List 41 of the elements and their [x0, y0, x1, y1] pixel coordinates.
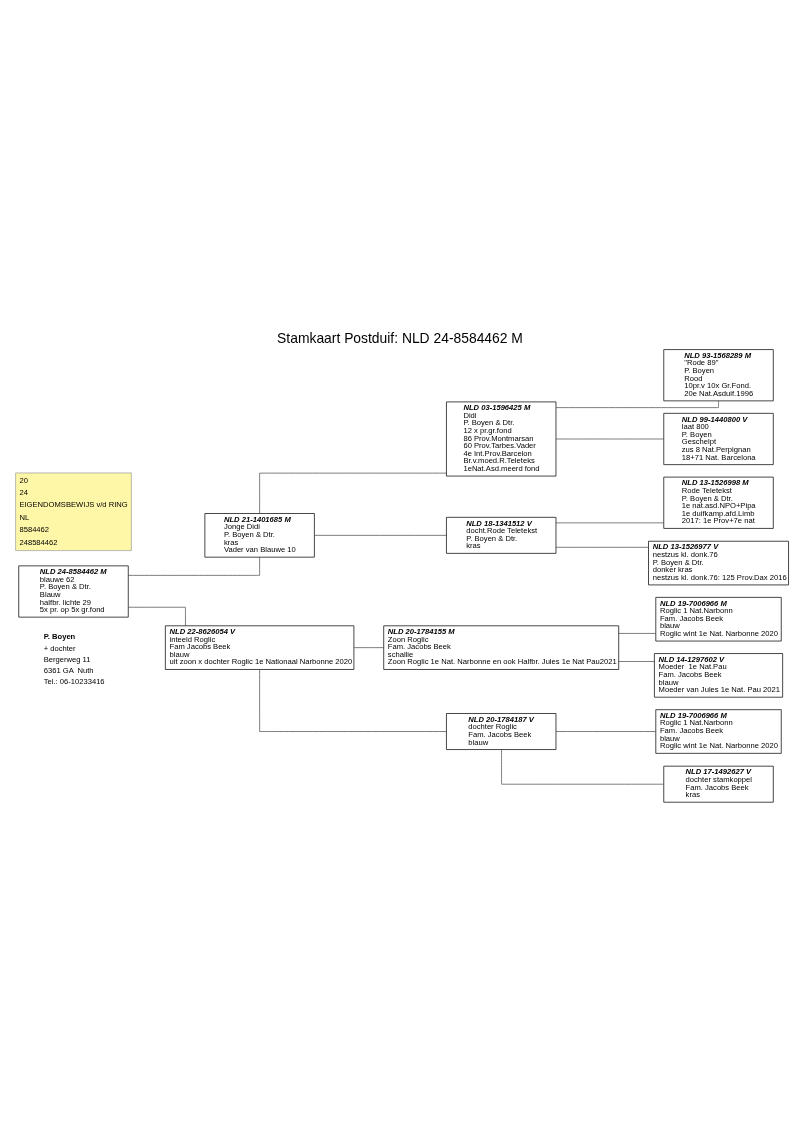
node-box: NLD 18-1341512 V docht.Rode Teletekst P. Boyen & Dtr. kras	[446, 516, 557, 554]
node-box: NLD 19-7006966 M Roglic 1 Nat.Narbonn Fam. Jacobs Beek blauw Roglic wint 1e Nat. Narbonne 2020	[655, 596, 782, 642]
connector	[555, 438, 665, 440]
connector	[555, 400, 719, 408]
node-box: NLD 19-7006966 M Roglic 1 Nat.Narbonn Fam. Jacobs Beek blauw Roglic wint 1e Nat. Narbonne 2020	[655, 709, 782, 754]
label: EIGENDOMSBEWIJS v/d RING	[19, 500, 128, 510]
node-box: NLD 20-1784155 M Zoon Roglic Fam. Jacobs Beek schallie Zoon Roglic 1e Nat. Narbonne en ook Halfbr. Jules 1e Nat Pau2021	[383, 625, 620, 670]
label: Tel.: 06-10233416	[43, 677, 105, 687]
node-box: NLD 20-1784187 V dochter Roglic Fam. Jacobs Beek blauw	[446, 713, 557, 750]
connector	[128, 556, 260, 576]
node-box: NLD 93-1568289 M "Rode 89" P. Boyen Rood 10pr.v 10x Gr.Fond. 20e Nat.Asduif.1996	[663, 349, 774, 402]
label: 8584462	[19, 525, 50, 535]
diagram-title: Stamkaart Postduif: NLD 24-8584462 M	[277, 329, 523, 346]
label: 24	[19, 488, 28, 497]
label: + dochter	[43, 643, 76, 653]
node-box: NLD 17-1492627 V dochter stamkoppel Fam. Jacobs Beek kras	[663, 765, 774, 803]
connector	[555, 546, 649, 548]
node-box: NLD 24-8584462 M blauwe 62 P. Boyen & Dtr. Blauw halfbr. lichte 29 5x pr. op 5x gr.fond	[18, 565, 129, 618]
connector	[555, 731, 656, 732]
node-box: NLD 13-1526977 V nestzus kl. donk.76 P. Boyen & Dtr. donker kras nestzus kl. donk.76: 125 Prov.Dax 2016	[648, 540, 789, 586]
connector	[259, 472, 447, 514]
node-box: NLD 99-1440800 V laat 800 P. Boyen Geschelpt zus 8 Nat.Perpignan 18+71 Nat. Barcelona	[663, 412, 774, 466]
label: 248584462	[19, 537, 58, 547]
connector	[555, 522, 665, 524]
label: NL	[19, 512, 30, 522]
node-box: NLD 22-8626054 V inteeld Roglic Fam Jacobs Beek blauw uit zoon x dochter Roglic 1e Nationaal Narbonne 2020	[164, 625, 355, 670]
connector	[618, 661, 655, 662]
label: 6361 GA Nuth	[43, 666, 94, 676]
connector	[259, 669, 447, 732]
node-box: NLD 14-1297602 V Moeder 1e Nat.Pau Fam. Jacobs Beek blauw Moeder van Jules 1e Nat. Pau 2021	[654, 653, 784, 698]
connector	[618, 633, 657, 634]
label: 20	[19, 475, 28, 485]
label: Bergerweg 11	[43, 655, 91, 665]
node-box: NLD 13-1526998 M Rode Teletekst P. Boyen & Dtr. 1e nat.asd.NPO+Pipa 1e duifkamp.afd.Limb 2017: 1e Prov+7e nat	[663, 476, 774, 529]
connector	[353, 647, 385, 648]
node-box: NLD 03-1596425 M Didi P. Boyen & Dtr. 12 x pr.gr.fond 86 Prov.Montmarsan 60 Prov.Tarbes.Vader 4e Int.Prov.Barcelon Br.v.moed.R.Teleteks 1eNat.Asd.meerd fond	[446, 401, 557, 477]
connector	[501, 749, 664, 785]
node-box: NLD 21-1401685 M Jonge Didi P. Boyen & Dtr. kras Vader van Blauwe 10	[204, 513, 315, 558]
connector	[128, 606, 186, 627]
connector	[314, 535, 447, 536]
label: P. Boyen	[43, 632, 76, 642]
